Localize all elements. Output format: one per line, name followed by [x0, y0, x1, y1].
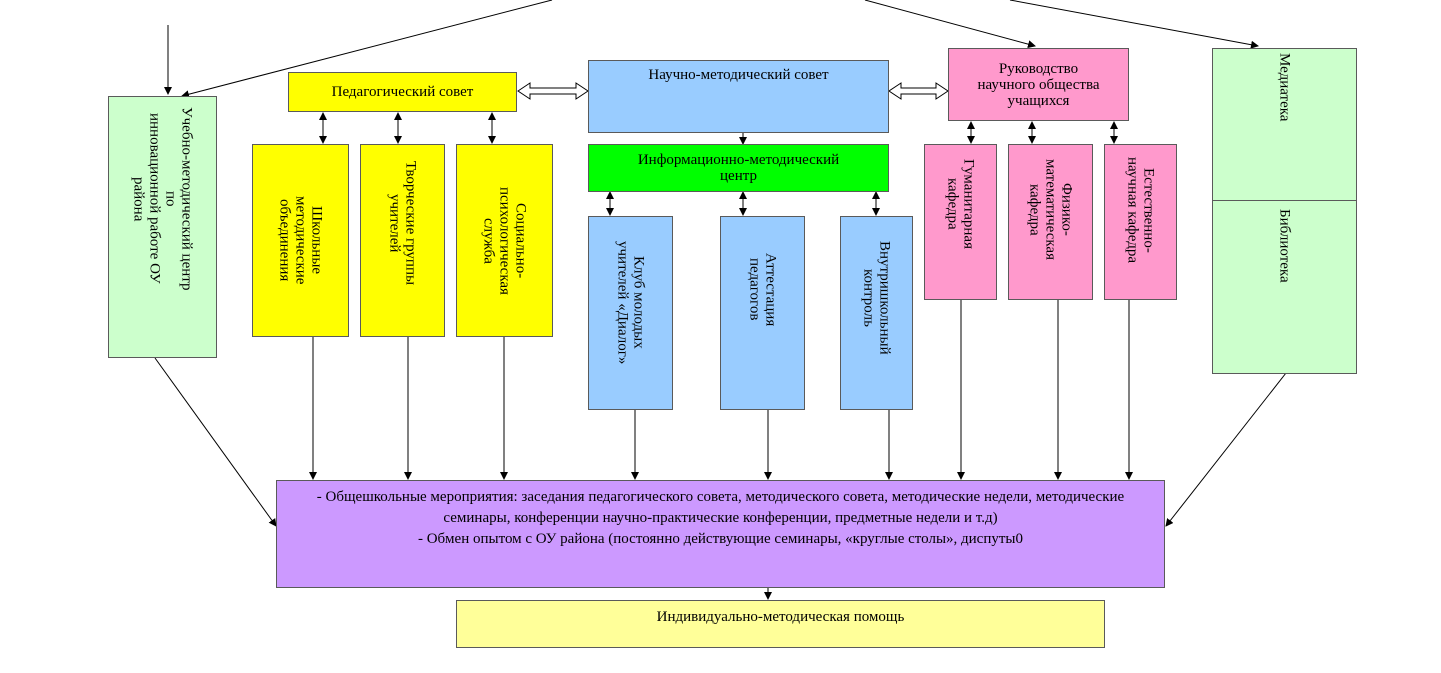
young-teachers-club-label: Клуб молодых учителей «Диалог» — [614, 241, 647, 365]
internal-control-box: Внутришкольный контроль — [840, 216, 913, 410]
district-center-box: Учебно-методический центр по инновационн… — [108, 96, 217, 358]
library-section: Библиотека — [1213, 201, 1356, 373]
attestation-box: Аттестация педагогов — [720, 216, 805, 410]
hollow-arrow-ped-sci — [517, 82, 589, 100]
arrow-top-to-society — [864, 0, 1036, 49]
arrow-top-diag-left — [181, 0, 553, 99]
internal-control-label: Внутришкольный контроль — [860, 241, 893, 355]
young-teachers-club-box: Клуб молодых учителей «Диалог» — [588, 216, 673, 410]
media-library-box: Медиатека Библиотека — [1212, 48, 1357, 374]
student-society-label: Руководство научного общества учащихся — [977, 60, 1100, 109]
attestation-label: Аттестация педагогов — [746, 253, 779, 327]
mediateka-label: Медиатека — [1276, 53, 1293, 122]
individual-help-box: Индивидуально-методическая помощь — [456, 600, 1105, 648]
school-associations-box: Школьные методические объединения — [252, 144, 349, 337]
physmath-chair-box: Физико- математическая кафедра — [1008, 144, 1093, 300]
humanitarian-chair-box: Гуманитарная кафедра — [924, 144, 997, 300]
arrow-district-events — [154, 357, 277, 527]
natural-science-chair-label: Естественно- научная кафедра — [1124, 157, 1157, 263]
physmath-chair-label: Физико- математическая кафедра — [1026, 159, 1075, 260]
school-events-line-2: - Обмен опытом с ОУ района (постоянно де… — [417, 531, 1023, 547]
scientific-council-label: Научно-методический совет — [648, 67, 829, 83]
pedagogical-council-label: Педагогический совет — [331, 84, 474, 100]
pedagogical-council-box: Педагогический совет — [288, 72, 517, 112]
creative-groups-label: Творческие группы учителей — [386, 161, 419, 286]
school-associations-label: Школьные методические объединения — [276, 196, 325, 285]
district-center-label: Учебно-методический центр по инновационн… — [130, 107, 195, 291]
school-events-box: - Общешкольные мероприятия: заседания пе… — [276, 480, 1165, 588]
student-society-box: Руководство научного общества учащихся — [948, 48, 1129, 121]
library-label: Библиотека — [1276, 209, 1293, 283]
mediateka-section: Медиатека — [1213, 49, 1356, 201]
social-service-box: Социально- психологическая служба — [456, 144, 553, 337]
humanitarian-chair-label: Гуманитарная кафедра — [944, 159, 977, 249]
social-service-label: Социально- психологическая служба — [480, 187, 529, 295]
creative-groups-box: Творческие группы учителей — [360, 144, 445, 337]
natural-science-chair-box: Естественно- научная кафедра — [1104, 144, 1177, 300]
school-events-line-1: - Общешкольные мероприятия: заседания пе… — [316, 489, 1125, 526]
individual-help-label: Индивидуально-методическая помощь — [656, 609, 905, 625]
scientific-council-box: Научно-методический совет — [588, 60, 889, 133]
arrow-library-events — [1165, 372, 1287, 527]
arrow-top-to-mediateka — [1009, 0, 1259, 49]
info-center-label: Информационно-методический центр — [637, 152, 840, 184]
hollow-arrow-sci-soc — [888, 82, 949, 100]
info-center-box: Информационно-методический центр — [588, 144, 889, 192]
